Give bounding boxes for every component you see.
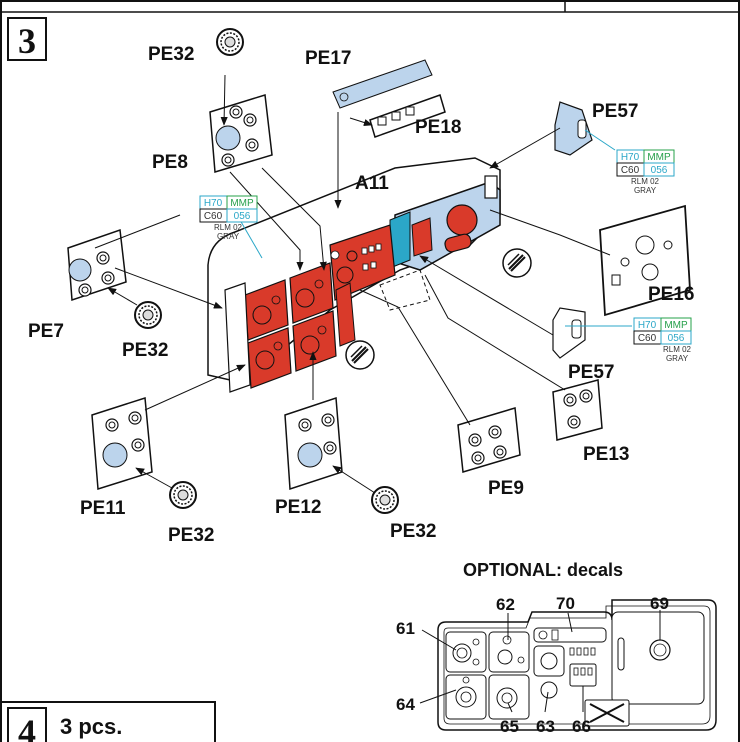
decal-panel [437, 599, 717, 731]
decal-63: 63 [536, 717, 555, 736]
label-pe17: PE17 [305, 48, 351, 69]
decal-numbers: 61 62 70 69 64 65 63 66 [396, 594, 669, 736]
decal-66: 66 [572, 717, 591, 736]
paint-callout-3: H70 MMP C60 056 RLM 02 GRAY [565, 317, 692, 363]
part-pe32 [371, 486, 399, 514]
svg-text:MMP: MMP [664, 320, 688, 331]
step4-frame [1, 701, 216, 742]
part-labels: PE32 PE17 PE18 PE8 A11 PE57 PE16 PE57 PE… [28, 44, 694, 546]
paint-callout-1: H70 MMP C60 056 RLM 02 GRAY [584, 129, 675, 195]
instrument-panel-a11 [207, 157, 501, 393]
label-pe7: PE7 [28, 321, 64, 342]
step4-quantity: 3 pcs. [60, 714, 122, 739]
hatching-symbol [345, 340, 375, 370]
decal-65: 65 [500, 717, 519, 736]
part-pe12 [284, 396, 343, 491]
part-pe32 [216, 28, 244, 56]
label-pe32: PE32 [122, 340, 168, 361]
svg-text:H70: H70 [621, 152, 640, 163]
part-pe32 [134, 301, 162, 329]
svg-text:RLM 02: RLM 02 [214, 223, 243, 232]
label-a11: A11 [355, 173, 389, 194]
svg-text:C60: C60 [204, 211, 223, 222]
svg-text:056: 056 [651, 165, 668, 176]
step4-number: 4 [18, 712, 36, 742]
svg-text:C60: C60 [621, 165, 640, 176]
svg-text:H70: H70 [638, 320, 657, 331]
svg-text:GRAY: GRAY [217, 232, 240, 241]
step3-number: 3 [18, 21, 36, 61]
decal-61: 61 [396, 619, 415, 638]
svg-text:056: 056 [234, 211, 251, 222]
part-pe18 [369, 94, 446, 138]
part-pe57-top [554, 101, 593, 156]
label-pe32: PE32 [390, 521, 436, 542]
part-pe11 [91, 397, 153, 490]
label-pe18: PE18 [415, 117, 461, 138]
svg-text:GRAY: GRAY [666, 354, 689, 363]
decal-70: 70 [556, 594, 575, 613]
part-pe7 [67, 228, 127, 302]
step4-box [7, 707, 47, 742]
svg-text:MMP: MMP [230, 198, 254, 209]
svg-text:C60: C60 [638, 333, 657, 344]
part-pe9 [457, 407, 521, 473]
svg-text:056: 056 [668, 333, 685, 344]
label-pe32: PE32 [148, 44, 194, 65]
svg-text:RLM 02: RLM 02 [663, 345, 692, 354]
decal-62: 62 [496, 595, 515, 614]
optional-title: OPTIONAL: decals [463, 560, 623, 580]
part-pe13 [552, 379, 603, 441]
step3-box [7, 17, 47, 61]
label-pe12: PE12 [275, 497, 321, 518]
svg-text:RLM 02: RLM 02 [631, 177, 660, 186]
label-pe8: PE8 [152, 152, 188, 173]
hatching-symbol [502, 248, 532, 278]
part-pe32 [169, 481, 197, 509]
paint-callout-2: H70 MMP C60 056 RLM 02 GRAY [199, 195, 263, 259]
leader-lines [94, 74, 611, 494]
decal-leaders [419, 610, 661, 713]
label-pe13: PE13 [583, 444, 629, 465]
label-pe11: PE11 [80, 498, 126, 519]
svg-text:GRAY: GRAY [634, 186, 657, 195]
decal-69: 69 [650, 594, 669, 613]
label-pe16: PE16 [648, 284, 694, 305]
part-pe8 [209, 94, 273, 173]
decal-64: 64 [396, 695, 415, 714]
svg-text:MMP: MMP [647, 152, 671, 163]
label-pe32: PE32 [168, 525, 214, 546]
part-pe16 [599, 204, 691, 317]
label-pe57: PE57 [592, 101, 638, 122]
part-pe17 [332, 59, 433, 109]
label-pe57: PE57 [568, 362, 614, 383]
part-pe57-bottom [552, 307, 586, 359]
label-pe9: PE9 [488, 478, 524, 499]
svg-text:H70: H70 [204, 198, 223, 209]
